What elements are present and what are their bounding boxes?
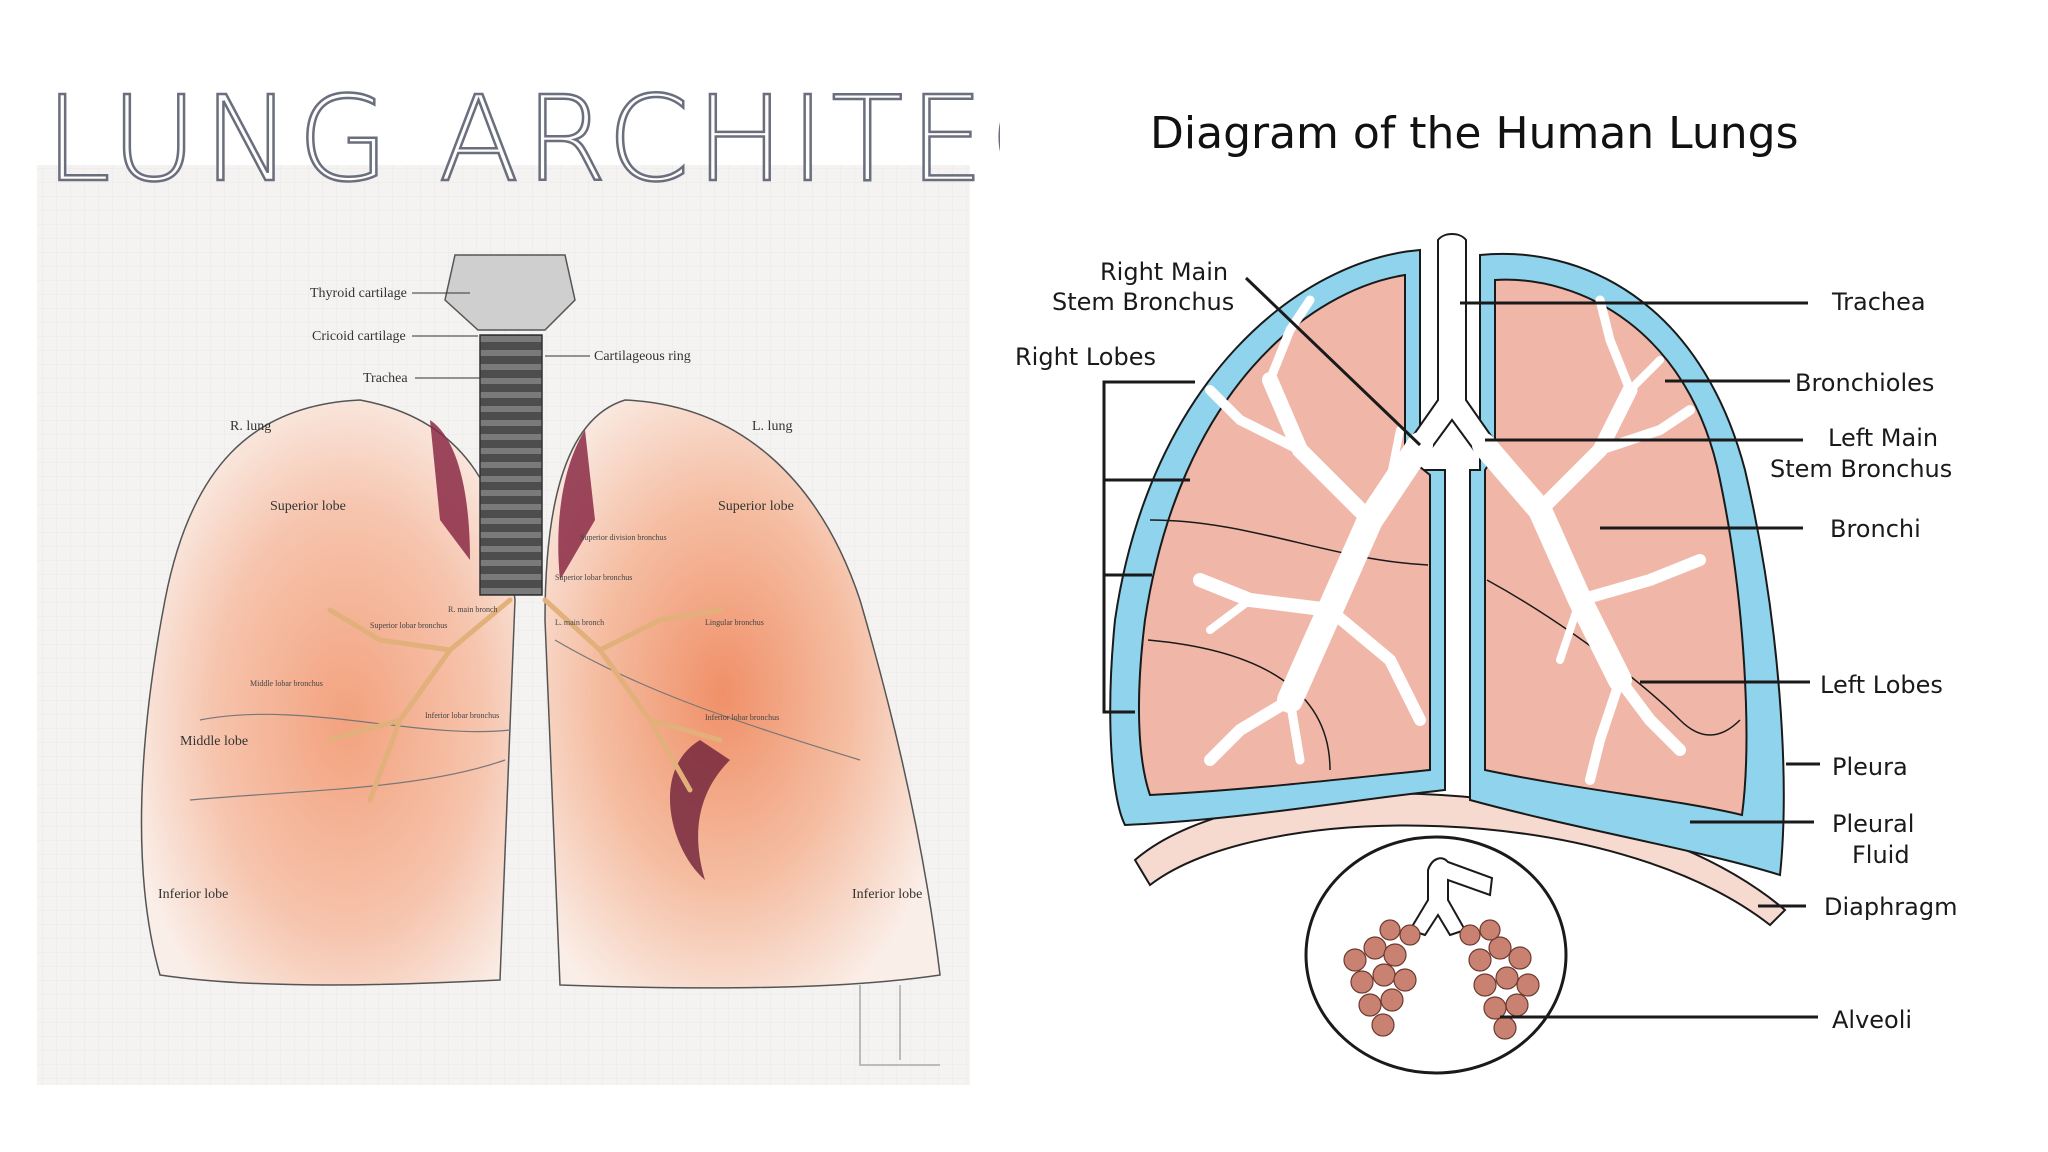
thyroid-cartilage <box>444 254 576 331</box>
superior-lobar-bronchus-label: Superior lobar bronchus <box>370 621 447 630</box>
leader-lines <box>1102 276 1820 1019</box>
superior-lobe-right-label: Superior lobe <box>270 499 346 514</box>
bronchi-label: Bronchi <box>1830 515 1921 543</box>
inferior-lobe-left-label: Inferior lobe <box>852 887 922 902</box>
inferior-lobar-bronchus-left-label: Inferior lobar bronchus <box>705 713 779 722</box>
inferior-lobar-bronchus-right-label: Inferior lobar bronchus <box>425 711 499 720</box>
bronchioles-label: Bronchioles <box>1795 369 1934 397</box>
left-lobes-label: Left Lobes <box>1820 671 1943 699</box>
r-main-bronch-label: R. main bronch <box>448 605 498 614</box>
trachea-rings <box>479 334 543 596</box>
lingular-bronchus-label: Lingular bronchus <box>705 618 764 627</box>
lung-architecture-labels: Thyroid cartilage Cricoid cartilage Cart… <box>158 286 922 902</box>
left-main-stem-bronchus-label-line1: Left Main <box>1828 424 1938 452</box>
l-lung-label: L. lung <box>752 419 792 434</box>
human-lungs-diagram: Diagram of the Human Lungs <box>1015 108 1958 1075</box>
bronchial-tree <box>327 597 723 803</box>
right-lobes-label: Right Lobes <box>1015 343 1156 371</box>
trachea-label-left: Trachea <box>363 371 408 386</box>
right-main-stem-bronchus-label-line1: Right Main <box>1100 258 1228 286</box>
superior-lobar-bronchus-left-label: Superior lobar bronchus <box>555 573 632 582</box>
cartilageous-ring-label: Cartilageous ring <box>594 349 691 364</box>
inferior-lobe-right-label: Inferior lobe <box>158 887 228 902</box>
lung-architecture-title: LUNG ARCHITECTURE <box>45 70 1000 208</box>
diagram-title: Diagram of the Human Lungs <box>1150 108 1799 159</box>
middle-lobar-bronchus-label: Middle lobar bronchus <box>250 679 323 688</box>
superior-division-bronchus-label: Superior division bronchus <box>580 533 667 542</box>
lung-architecture-panel: LUNG ARCHITECTURE Thyroid cartilage Cric… <box>0 0 1000 1152</box>
l-main-bronch-label: L. main bronch <box>555 618 604 627</box>
trachea-label: Trachea <box>1831 288 1926 316</box>
lung-architecture-illustration: LUNG ARCHITECTURE Thyroid cartilage Cric… <box>37 69 1000 1085</box>
diaphragm-label: Diaphragm <box>1824 893 1958 921</box>
artist-signature-mark <box>859 985 940 1066</box>
alveoli-clusters <box>1343 919 1540 1040</box>
bronchial-tree-diagram <box>1193 295 1706 785</box>
pleural-fluid-label-line1: Pleural <box>1832 810 1914 838</box>
middle-lobe-label: Middle lobe <box>180 734 248 749</box>
alveoli-label: Alveoli <box>1832 1006 1912 1034</box>
alveoli-bronchiole <box>1408 857 1494 937</box>
pleura-label: Pleura <box>1832 753 1908 781</box>
right-lung <box>1137 273 1431 797</box>
pleural-fluid-label-line2: Fluid <box>1852 841 1910 869</box>
r-lung-label: R. lung <box>230 419 271 434</box>
left-lung-illustration <box>544 399 941 989</box>
right-main-stem-bronchus-label-line2: Stem Bronchus <box>1052 288 1234 316</box>
left-main-stem-bronchus-label-line2: Stem Bronchus <box>1770 455 1952 483</box>
human-lungs-diagram-panel: Diagram of the Human Lungs <box>1000 0 2048 1152</box>
thyroid-cartilage-label: Thyroid cartilage <box>310 286 407 301</box>
superior-lobe-left-label: Superior lobe <box>718 499 794 514</box>
cricoid-cartilage-label: Cricoid cartilage <box>312 329 406 344</box>
